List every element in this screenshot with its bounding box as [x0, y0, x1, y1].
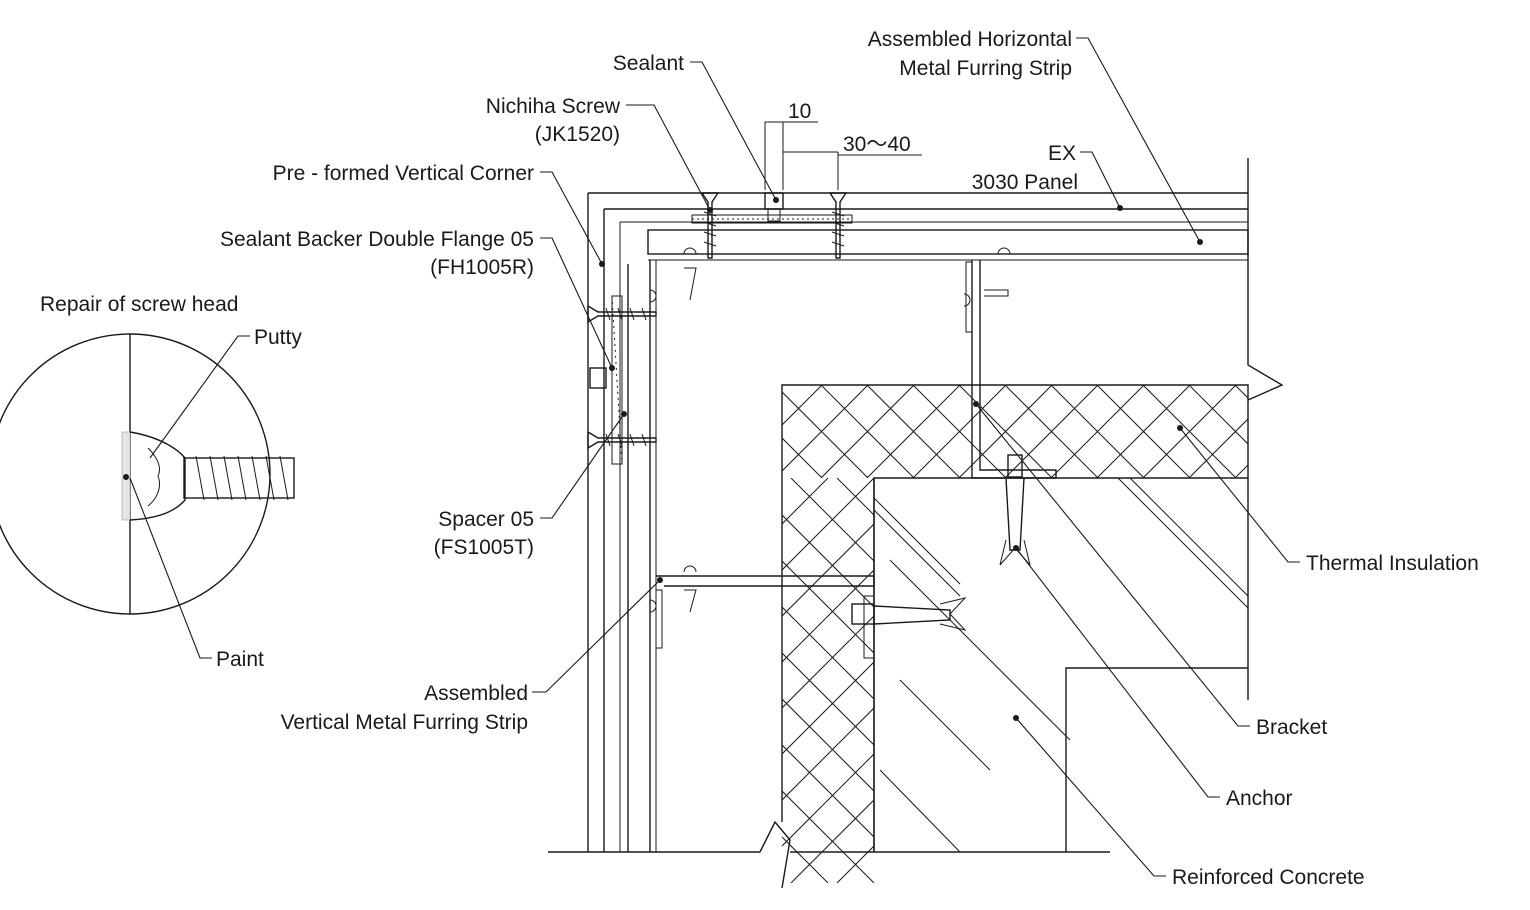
dimension-spacing: 30～40 [783, 133, 922, 190]
label-paint: Paint [216, 648, 264, 671]
ex-3030-panel [588, 192, 1248, 223]
label-preformed-corner: Pre - formed Vertical Corner [273, 162, 534, 185]
label-vertical-strip: Assembled [424, 682, 528, 705]
preformed-vertical-corner [587, 193, 640, 852]
spacer-strip [611, 214, 853, 465]
label-horizontal-strip-2: Metal Furring Strip [899, 57, 1072, 80]
anchor-horizontal [851, 595, 967, 659]
screw-side-2 [587, 431, 657, 450]
dimension-spacing-label: 30～40 [843, 133, 911, 156]
label-reinforced-concrete: Reinforced Concrete [1172, 866, 1365, 889]
leaders [123, 37, 1300, 877]
label-putty: Putty [254, 326, 302, 349]
label-nichiha-screw-code: (JK1520) [535, 123, 620, 146]
screw-top-1 [701, 192, 720, 259]
dimension-gap-label: 10 [788, 100, 811, 123]
dimension-gap: 10 [764, 100, 818, 190]
reinforced-concrete [873, 477, 1249, 853]
thermal-insulation [759, 384, 1249, 889]
label-anchor: Anchor [1226, 787, 1293, 810]
screw-top-2 [829, 192, 848, 259]
label-ex: EX [1048, 142, 1076, 165]
labels: Sealant Nichiha Screw (JK1520) Pre - for… [40, 28, 1479, 889]
label-repair-title: Repair of screw head [40, 293, 238, 316]
label-horizontal-strip: Assembled Horizontal [868, 28, 1072, 51]
label-sealant: Sealant [613, 52, 684, 75]
horizontal-furring-strip [647, 229, 1249, 261]
label-vertical-strip-2: Vertical Metal Furring Strip [281, 711, 528, 734]
label-sealant-backer-code: (FH1005R) [430, 256, 534, 279]
label-spacer-code: (FS1005T) [434, 536, 534, 559]
label-thermal-insulation: Thermal Insulation [1306, 552, 1479, 575]
sealant-joint [589, 192, 784, 389]
repair-detail [0, 333, 295, 615]
label-nichiha-screw: Nichiha Screw [486, 95, 621, 118]
bracket-screws [649, 247, 1011, 613]
label-ex-panel: 3030 Panel [972, 171, 1078, 194]
bracket-left [655, 575, 875, 649]
vertical-furring-strip [627, 260, 657, 852]
label-sealant-backer: Sealant Backer Double Flange 05 [220, 228, 534, 251]
screw-side-1 [587, 305, 657, 324]
label-bracket: Bracket [1256, 716, 1327, 739]
label-spacer: Spacer 05 [438, 508, 534, 531]
bracket-top [965, 260, 1057, 479]
